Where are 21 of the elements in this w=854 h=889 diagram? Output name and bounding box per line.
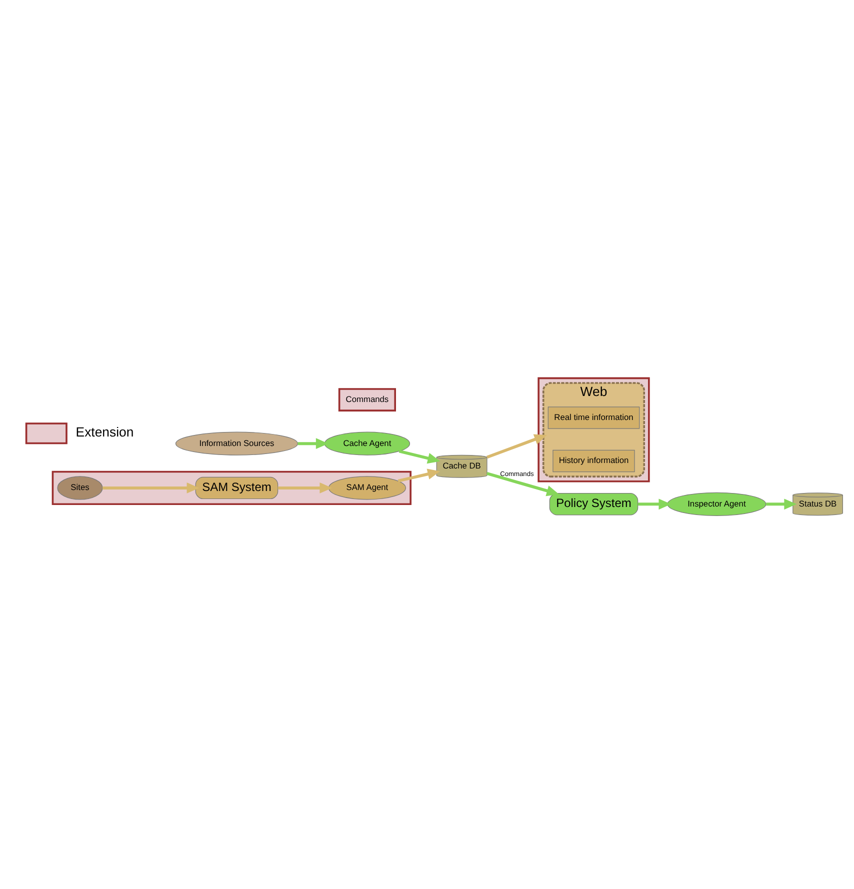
- arrow: [398, 468, 440, 482]
- arrow: [486, 472, 560, 496]
- node-ellipse: Sites: [57, 476, 103, 500]
- node-box: Real time information: [548, 406, 640, 429]
- node-box: SAM System: [195, 476, 278, 500]
- node-ellipse: Cache Agent: [324, 432, 410, 456]
- arrow: [766, 498, 797, 510]
- arrow: [278, 482, 332, 494]
- legend-label: Extension: [76, 424, 134, 440]
- node-box: Commands: [338, 388, 396, 412]
- node-box: History information: [552, 450, 635, 472]
- cluster: [52, 470, 412, 506]
- node-ellipse: SAM Agent: [328, 476, 406, 500]
- arrow: [298, 438, 328, 450]
- node-ellipse: Information Sources: [175, 432, 298, 456]
- node-ellipse: Inspector Agent: [667, 492, 766, 516]
- arrow: [638, 498, 672, 510]
- arrow: [398, 450, 440, 464]
- arrow: [102, 482, 200, 494]
- arrow: [486, 434, 547, 459]
- node-box: Policy System: [549, 493, 638, 516]
